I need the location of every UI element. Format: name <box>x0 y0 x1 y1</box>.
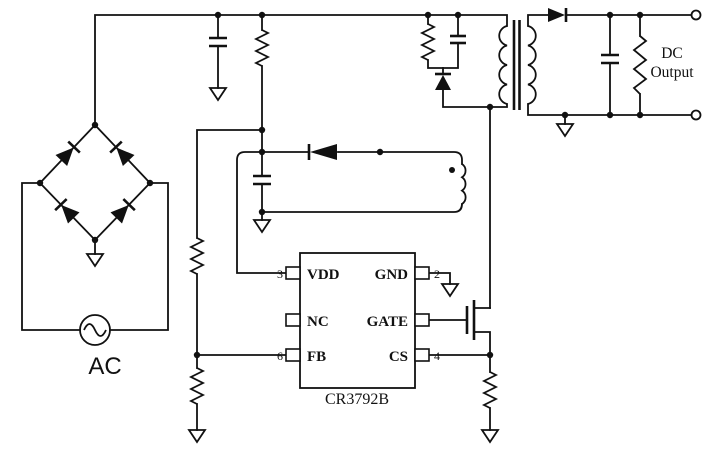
ac-source-icon <box>79 314 111 346</box>
pin-label-fb: FB <box>307 349 326 365</box>
ground-icon <box>555 123 575 138</box>
bridge-diode-icon <box>110 198 136 224</box>
ic-cr3792b: VDD GND NC GATE FB CS 3 2 6 4 CR3792B <box>277 252 440 408</box>
polarity-dot <box>449 167 455 173</box>
ac-label: AC <box>88 353 121 380</box>
pin-number-6: 6 <box>277 349 283 363</box>
ground-icon <box>252 219 272 234</box>
bridge-rectifier <box>54 140 136 224</box>
primary-winding <box>498 25 508 105</box>
cs-sense-resistor <box>481 371 499 409</box>
snubber-capacitor <box>450 34 466 45</box>
dc-output-label-line1: DC <box>661 45 683 62</box>
pin-stub-gate <box>414 313 430 327</box>
power-mosfet <box>465 300 476 340</box>
bridge-diode-icon <box>54 198 80 224</box>
pin-stub-vdd <box>285 266 301 280</box>
dc-output-terminal-negative <box>690 109 702 121</box>
transformer <box>498 20 537 110</box>
pin-label-gate: GATE <box>367 314 408 330</box>
aux-rectifier-diode <box>307 144 337 160</box>
bridge-diode-icon <box>109 140 135 167</box>
pin-stub-nc <box>285 313 301 327</box>
pin-stub-gnd <box>414 266 430 280</box>
ac-source: AC <box>79 314 122 380</box>
pin-label-gnd: GND <box>375 267 409 283</box>
pin-label-cs: CS <box>389 349 408 365</box>
aux-winding <box>449 163 467 205</box>
ground-icon <box>187 429 207 444</box>
fb-upper-resistor <box>188 237 206 275</box>
sine-wave-icon <box>83 323 107 337</box>
junction-dots <box>36 11 644 359</box>
wires <box>21 14 692 431</box>
dc-output-terminal-positive <box>690 9 702 21</box>
pin-label-nc: NC <box>307 314 329 330</box>
secondary-winding <box>527 25 537 105</box>
pin-stub-fb <box>285 348 301 362</box>
startup-resistor <box>253 29 271 67</box>
ground-icon <box>85 253 105 268</box>
ground-icon <box>440 283 460 298</box>
ic-part-number: CR3792B <box>325 391 389 408</box>
vdd-capacitor <box>253 174 271 186</box>
ground-icon <box>480 429 500 444</box>
pin-number-2: 2 <box>434 267 440 281</box>
output-rectifier-diode <box>548 8 568 22</box>
pin-number-4: 4 <box>434 349 440 363</box>
snubber-resistor <box>419 23 437 61</box>
ground-icon <box>208 87 228 102</box>
output-capacitor <box>601 53 619 65</box>
snubber-clamp-diode <box>435 72 451 90</box>
bridge-diode-icon <box>55 140 81 167</box>
dc-output: DC Output <box>650 9 702 121</box>
bulk-capacitor <box>209 36 227 48</box>
fb-lower-resistor <box>188 367 206 405</box>
output-load-resistor <box>632 35 648 95</box>
pin-stub-cs <box>414 348 430 362</box>
dc-output-label-line2: Output <box>650 64 694 81</box>
pin-number-3: 3 <box>277 267 283 281</box>
pin-label-vdd: VDD <box>307 267 340 283</box>
ground-symbols <box>85 87 575 444</box>
